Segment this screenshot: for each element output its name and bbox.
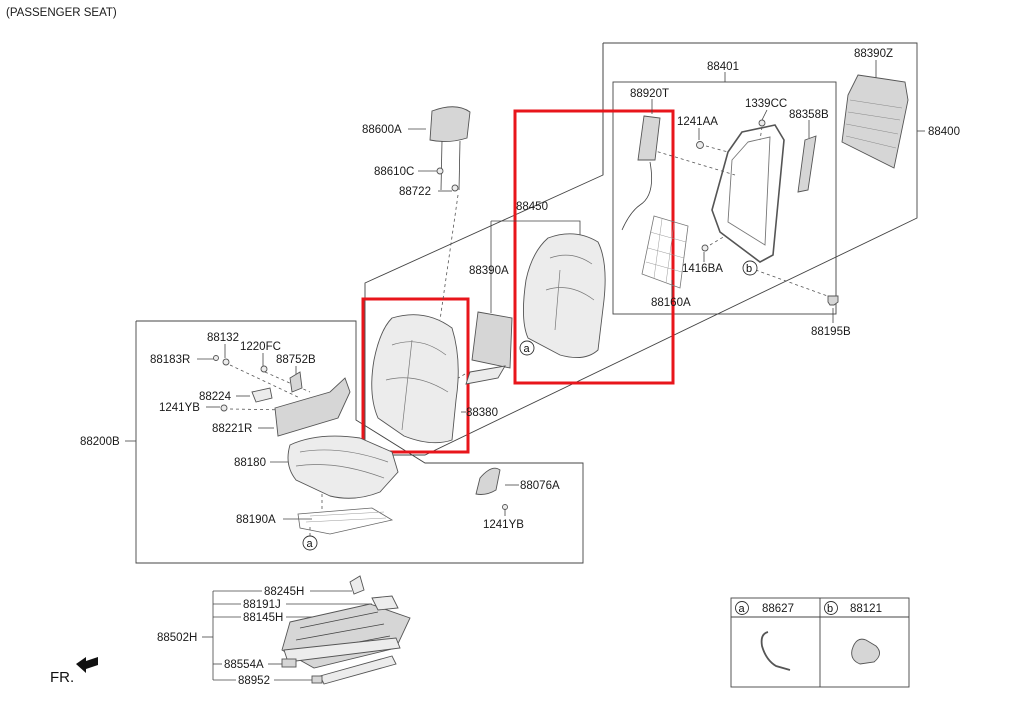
- cushion-assembly-box: [135, 320, 584, 564]
- label-88190A: 88190A: [236, 514, 276, 526]
- lumbar-support-88160A-shape: [641, 215, 689, 289]
- headrest-88600A-shape: [429, 106, 471, 143]
- bolt-1339CC: [758, 119, 766, 127]
- label-88145H: 88145H: [243, 612, 283, 624]
- label-88390A: 88390A: [469, 265, 509, 277]
- label-88401: 88401: [707, 61, 739, 73]
- svg-text:a: a: [524, 343, 531, 355]
- label-88195B: 88195B: [811, 326, 851, 338]
- frame-assembly-box: [612, 81, 837, 315]
- seat-track-88502H-shape: [281, 575, 411, 685]
- back-pad-88390Z-shape: [841, 74, 909, 169]
- label-88450: 88450: [516, 201, 548, 213]
- label-1241YB-lower: 1241YB: [483, 519, 524, 531]
- callout-a-cushion: a: [302, 535, 318, 551]
- svg-text:a: a: [307, 538, 314, 550]
- label-88160A: 88160A: [651, 297, 691, 309]
- label-88132: 88132: [207, 332, 239, 344]
- label-88076A: 88076A: [520, 480, 560, 492]
- legend-a-letter: a: [739, 603, 746, 615]
- bolt-1416BA: [701, 244, 709, 252]
- cushion-mat-pattern: [305, 511, 387, 523]
- back-panel-strap: [465, 365, 506, 385]
- assembly-dashed-lines: [229, 126, 834, 538]
- cover-88076A-shape: [475, 467, 501, 495]
- headrest-guide-88610C: [436, 167, 444, 175]
- legend-table: a 88627 b 88121: [730, 597, 910, 688]
- clip-88121-shape: [851, 638, 880, 665]
- legend-b-part: 88121: [850, 603, 882, 615]
- label-88502H: 88502H: [157, 632, 197, 644]
- label-88554A: 88554A: [224, 659, 264, 671]
- cushion-88180-shape: [287, 435, 399, 499]
- label-1241AA: 1241AA: [677, 116, 718, 128]
- wire-hook-88627-shape: [760, 631, 791, 671]
- cushion-mat-88190A-shape: [297, 507, 394, 535]
- airbag-harness: [621, 161, 653, 231]
- side-cover-88221R-shape: [274, 377, 351, 437]
- side-bracket-88358B-shape: [797, 135, 817, 193]
- label-1416BA: 1416BA: [682, 263, 723, 275]
- back-assembly-box: [364, 42, 918, 456]
- cushion-seam: [295, 449, 389, 479]
- label-88200B: 88200B: [80, 436, 120, 448]
- label-88600A: 88600A: [362, 124, 402, 136]
- label-88221R: 88221R: [212, 423, 252, 435]
- label-1241YB: 1241YB: [159, 402, 200, 414]
- legend-a-part: 88627: [762, 603, 794, 615]
- label-1220FC: 1220FC: [240, 341, 281, 353]
- label-88224: 88224: [199, 391, 232, 403]
- screw-1241YB-lower: [502, 504, 508, 510]
- knob-88224-shape: [251, 387, 273, 403]
- back-pad-texture: [845, 99, 903, 149]
- screw-88132: [222, 358, 230, 366]
- label-88191J: 88191J: [243, 599, 281, 611]
- legend-b-letter: b: [827, 603, 833, 615]
- front-cover-seam: [385, 339, 449, 431]
- highlight-box-back-cover: [513, 109, 675, 385]
- callout-a-back: a: [519, 340, 535, 356]
- airbag-88920T-shape: [637, 115, 661, 161]
- headrest-guide-88722: [451, 184, 459, 192]
- label-88752B: 88752B: [276, 354, 316, 366]
- side-trim-88752B-shape: [289, 371, 303, 393]
- label-88722: 88722: [399, 186, 431, 198]
- label-88610C: 88610C: [374, 166, 414, 178]
- headrest-post-left: [440, 140, 443, 191]
- label-88390Z: 88390Z: [854, 48, 893, 60]
- clip-88183R: [213, 355, 219, 361]
- back-cover-seam: [545, 254, 595, 331]
- screw-1220FC: [260, 365, 268, 373]
- front-direction-label: FR.: [50, 669, 74, 686]
- label-88952: 88952: [238, 675, 270, 687]
- label-88380: 88380: [466, 407, 498, 419]
- part-labels: 88390Z 88401 88400 88920T 1339CC 1241AA …: [80, 48, 960, 687]
- svg-text:b: b: [746, 263, 752, 275]
- bolt-88195B: [827, 295, 839, 306]
- bolt-1241AA: [696, 141, 704, 149]
- diagram-title: (PASSENGER SEAT): [6, 7, 117, 19]
- seat-back-frame-shape: [711, 124, 785, 263]
- leader-lines: [125, 60, 925, 681]
- label-88400: 88400: [928, 126, 960, 138]
- label-1339CC: 1339CC: [745, 98, 787, 110]
- callout-b-frame: b: [742, 260, 758, 276]
- screw-1241YB: [220, 404, 228, 412]
- headrest-post-right: [458, 140, 461, 191]
- back-panel-88390A-shape: [471, 311, 513, 369]
- label-88920T: 88920T: [630, 88, 669, 100]
- label-88180: 88180: [234, 457, 266, 469]
- front-direction-arrow-icon: [76, 657, 98, 673]
- back-cover-88450-shape: [523, 233, 606, 359]
- seat-back-frame-inner: [727, 136, 771, 246]
- highlight-box-front-cover: [361, 297, 470, 454]
- label-88358B: 88358B: [789, 109, 829, 121]
- label-88245H: 88245H: [264, 586, 304, 598]
- label-88183R: 88183R: [150, 354, 190, 366]
- lumbar-grid: [645, 218, 687, 284]
